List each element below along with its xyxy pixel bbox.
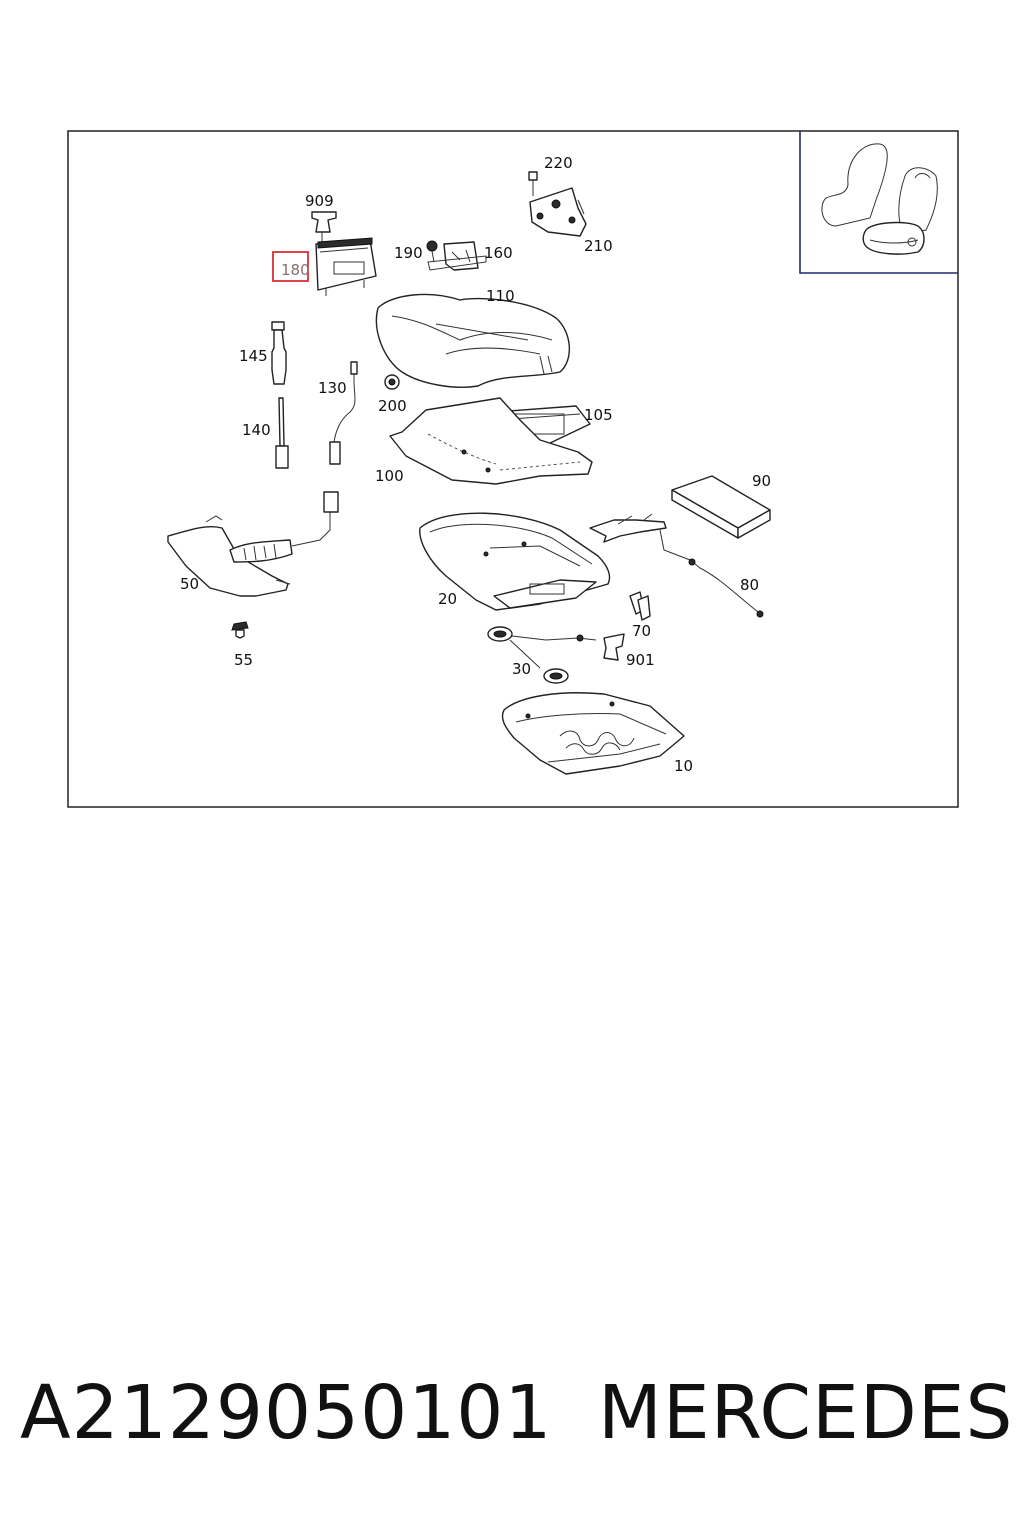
callout-90: 90	[752, 472, 771, 490]
callout-130: 130	[318, 379, 347, 397]
part-901	[603, 633, 625, 661]
part-number: A2129050101	[20, 1370, 553, 1456]
callout-100: 100	[375, 467, 404, 485]
part-140	[275, 397, 289, 469]
callout-190: 190	[394, 244, 423, 262]
callout-220: 220	[544, 154, 573, 172]
callout-105: 105	[584, 406, 613, 424]
callout-110: 110	[486, 287, 515, 305]
part-190	[426, 240, 438, 263]
part-70	[629, 591, 651, 621]
callout-200: 200	[378, 397, 407, 415]
part-80	[589, 513, 764, 618]
callout-180: 180	[281, 261, 310, 279]
part-90	[671, 475, 771, 539]
part-10	[501, 692, 685, 775]
part-200	[384, 374, 400, 390]
highlight-box-180	[272, 251, 309, 282]
part-30	[487, 626, 597, 684]
part-50	[167, 491, 339, 597]
part-20	[419, 512, 611, 611]
callout-55: 55	[234, 651, 253, 669]
part-909	[311, 211, 337, 242]
callout-901: 901	[626, 651, 655, 669]
callout-10: 10	[674, 757, 693, 775]
part-160	[427, 241, 487, 271]
callout-210: 210	[584, 237, 613, 255]
part-100	[389, 397, 593, 485]
parts-diagram: 909 180 220 190 160 210 110 145 130 200 …	[67, 130, 959, 808]
callout-140: 140	[242, 421, 271, 439]
callout-160: 160	[484, 244, 513, 262]
callout-145: 145	[239, 347, 268, 365]
part-145	[271, 321, 287, 385]
callout-20: 20	[438, 590, 457, 608]
callout-30: 30	[512, 660, 531, 678]
part-110	[375, 293, 571, 388]
footer-caption: A2129050101 MERCEDES	[0, 1370, 1024, 1470]
part-180	[315, 237, 377, 296]
seat-thumbnail-inset	[799, 131, 958, 274]
callout-80: 80	[740, 576, 759, 594]
brand-name: MERCEDES	[598, 1370, 1014, 1456]
part-210	[529, 187, 587, 237]
part-55	[231, 621, 249, 639]
callout-70: 70	[632, 622, 651, 640]
part-130	[329, 361, 358, 465]
part-220	[528, 171, 538, 196]
diagram-frame	[67, 130, 959, 808]
callout-909: 909	[305, 192, 334, 210]
callout-50: 50	[180, 575, 199, 593]
